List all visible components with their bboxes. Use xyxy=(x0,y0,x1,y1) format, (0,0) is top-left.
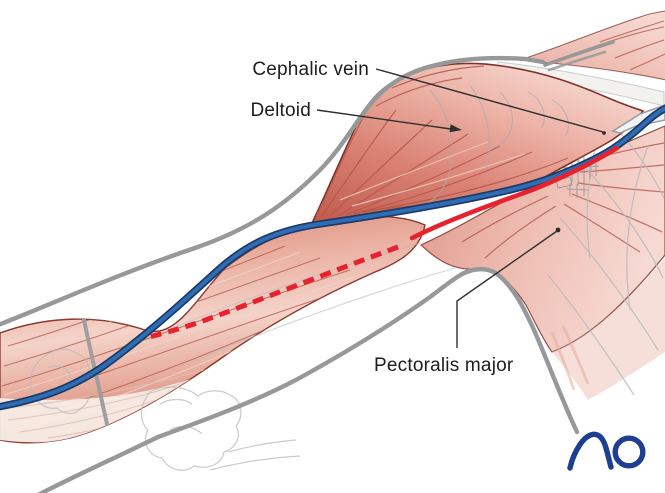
leader-arrow-deltoid xyxy=(449,124,462,133)
ao-logo-letter-a xyxy=(567,431,614,471)
ao-logo xyxy=(567,431,646,471)
leader-deltoid xyxy=(316,109,452,130)
leader-pectoralis-major xyxy=(456,230,558,348)
leader-dot-pectoralis xyxy=(555,227,561,233)
leader-dot-cephalic xyxy=(602,131,606,135)
leader-cephalic-vein xyxy=(375,68,604,133)
biceps-muscle xyxy=(0,215,426,444)
body-outline xyxy=(0,40,615,493)
incision-line-dashed xyxy=(145,244,399,341)
coracoid-gap xyxy=(611,104,665,134)
axilla-muscle-hints xyxy=(550,325,590,391)
label-deltoid: Deltoid xyxy=(250,100,311,121)
label-pectoralis-major: Pectoralis major xyxy=(374,355,514,376)
neck-outline xyxy=(543,40,615,67)
leader-lines xyxy=(316,68,604,348)
ao-logo-letter-o xyxy=(612,435,646,469)
humerus-shaft-lines xyxy=(154,242,456,363)
incision-line-solid xyxy=(409,145,620,241)
label-cephalic-vein: Cephalic vein xyxy=(252,59,369,80)
cephalic-vein-line xyxy=(0,104,665,411)
